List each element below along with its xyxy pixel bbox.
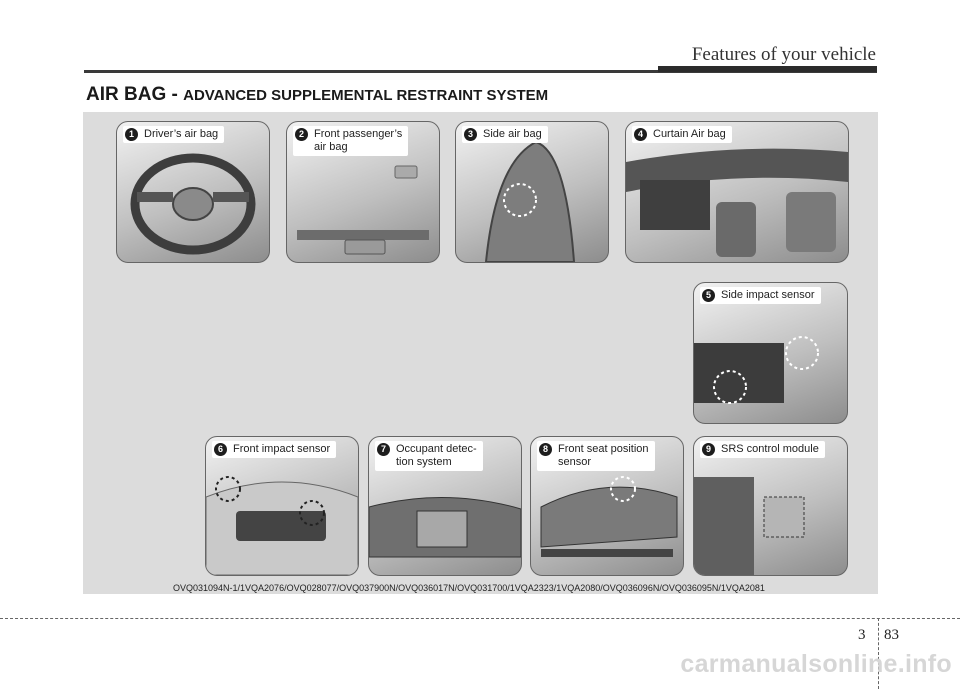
thumb-front-impact-sensor: 6 Front impact sensor <box>205 436 359 576</box>
thumb-srs-control-module: 9 SRS control module <box>693 436 848 576</box>
seat-rail-illustration <box>540 476 678 557</box>
item-label-text: SRS control module <box>721 443 819 455</box>
item-label: 5 Side impact sensor <box>700 287 821 304</box>
item-label-text: Driver’s air bag <box>144 128 219 140</box>
section-title-main: AIR BAG - <box>86 84 184 105</box>
figure-caption: OVQ031094N-1/1VQA2076/OVQ028077/OVQ03790… <box>173 583 765 593</box>
item-label: 3 Side air bag <box>462 126 548 143</box>
item-label: 1 Driver’s air bag <box>123 126 225 143</box>
thumb-passenger-airbag: 2 Front passenger’s air bag <box>286 121 440 263</box>
item-label-text: Occupant detec- tion system <box>396 443 477 468</box>
item-label: 8 Front seat position sensor <box>537 441 655 471</box>
page-header-title: Features of your vehicle <box>691 44 876 65</box>
seat-illustration <box>484 140 576 262</box>
item-label-text: Side impact sensor <box>721 289 815 301</box>
item-label: 9 SRS control module <box>700 441 825 458</box>
header-rule-accent <box>658 66 877 72</box>
item-number-badge: 8 <box>539 443 552 456</box>
item-label: 4 Curtain Air bag <box>632 126 732 143</box>
section-title-sub: ADVANCED SUPPLEMENTAL RESTRAINT SYSTEM <box>183 87 549 104</box>
item-number-badge: 2 <box>295 128 308 141</box>
item-number-badge: 5 <box>702 289 715 302</box>
item-label-text: Front seat position sensor <box>558 443 649 468</box>
item-label-text: Curtain Air bag <box>653 128 726 140</box>
chapter-number: 3 <box>858 627 866 643</box>
car-front-illustration <box>206 476 358 575</box>
item-number-badge: 4 <box>634 128 647 141</box>
footer-divider <box>878 618 879 689</box>
dashboard-illustration <box>297 165 429 255</box>
thumb-side-impact-sensor: 5 Side impact sensor <box>693 282 848 424</box>
item-label: 7 Occupant detec- tion system <box>375 441 483 471</box>
footer-rule <box>0 618 960 619</box>
item-label-text: Front passenger’s air bag <box>314 128 403 153</box>
watermark: carmanualsonline.info <box>680 650 952 678</box>
item-label-text: Front impact sensor <box>233 443 331 455</box>
thumb-side-airbag: 3 Side air bag <box>455 121 609 263</box>
thumb-occupant-detection: 7 Occupant detec- tion system <box>368 436 522 576</box>
cabin-illustration <box>626 148 848 257</box>
item-number-badge: 1 <box>125 128 138 141</box>
item-number-badge: 3 <box>464 128 477 141</box>
item-label: 6 Front impact sensor <box>212 441 337 458</box>
section-title: AIR BAG - ADVANCED SUPPLEMENTAL RESTRAIN… <box>86 84 548 106</box>
item-number-badge: 6 <box>214 443 227 456</box>
steering-wheel-illustration <box>130 153 256 255</box>
thumb-drivers-airbag: 1 Driver’s air bag <box>116 121 270 263</box>
item-number-badge: 7 <box>377 443 390 456</box>
item-label-text: Side air bag <box>483 128 542 140</box>
header-rule <box>84 70 877 73</box>
seat-cushion-illustration <box>369 496 521 558</box>
item-number-badge: 9 <box>702 443 715 456</box>
door-panel-illustration <box>694 336 819 404</box>
page-number: 83 <box>884 627 899 643</box>
item-label: 2 Front passenger’s air bag <box>293 126 409 156</box>
console-illustration <box>694 477 805 575</box>
thumb-curtain-airbag: 4 Curtain Air bag <box>625 121 849 263</box>
thumb-seat-position-sensor: 8 Front seat position sensor <box>530 436 684 576</box>
